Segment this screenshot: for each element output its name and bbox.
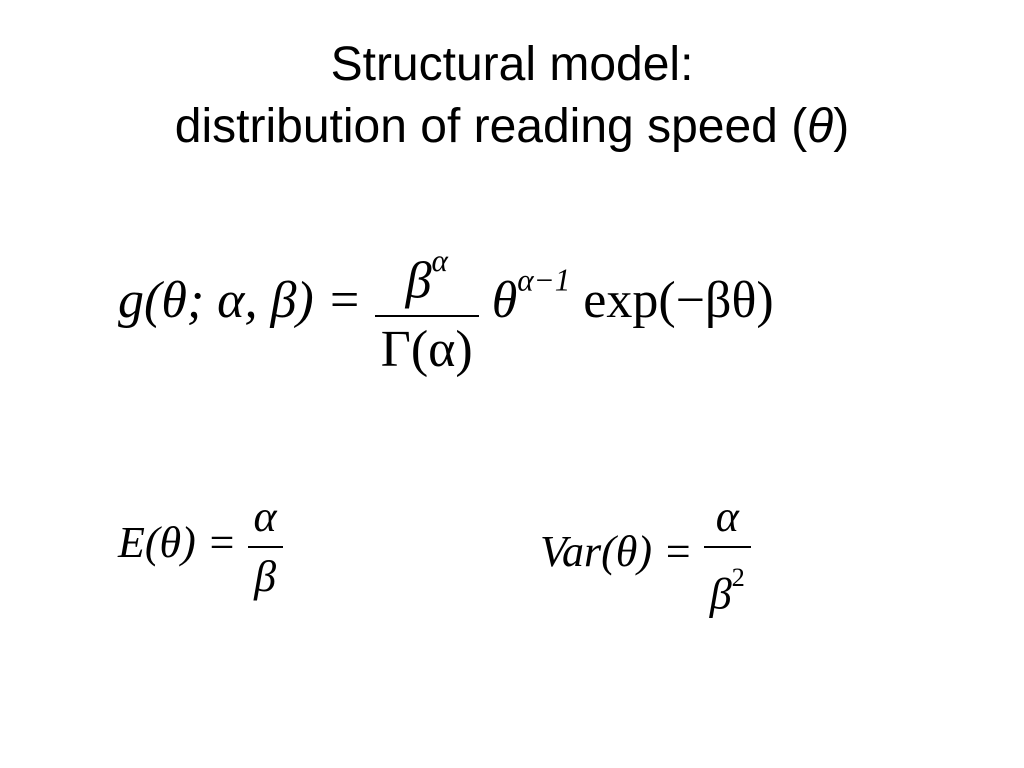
mean-fraction: α β (247, 488, 283, 606)
variance-denominator-exponent: 2 (731, 562, 745, 592)
mean-lhs: E(θ) = (118, 518, 237, 568)
slide-title: Structural model: distribution of readin… (0, 34, 1024, 158)
density-exp-term: exp(−βθ) (570, 272, 774, 330)
variance-formula: Var(θ) = α β2 (540, 488, 751, 623)
density-theta-term: θ (491, 272, 518, 330)
density-denominator: Γ(α) (380, 320, 473, 378)
mean-formula: E(θ) = α β (118, 488, 283, 606)
density-theta-exponent: α−1 (517, 262, 571, 298)
title-line-2-prefix: distribution of reading speed ( (174, 100, 808, 153)
density-numerator: βα (375, 228, 479, 315)
mean-fraction-bar (247, 546, 283, 548)
variance-lhs: Var(θ) = (540, 526, 693, 576)
variance-numerator: α (715, 492, 739, 541)
gamma-density-formula: g(θ; α, β) = βα Γ(α) θα−1 exp(−βθ) (118, 228, 774, 383)
title-line-2-suffix: ) (833, 100, 850, 153)
density-lhs: g(θ; α, β) = (118, 272, 362, 330)
variance-fraction: α β2 (703, 488, 751, 623)
density-numerator-base: β (405, 252, 432, 310)
title-line-1: Structural model: (330, 38, 694, 91)
density-fraction: βα Γ(α) (374, 228, 479, 383)
density-fraction-bar (374, 314, 479, 317)
mean-numerator: α (253, 492, 277, 541)
density-numerator-exponent: α (431, 243, 448, 278)
variance-fraction-bar (703, 546, 751, 548)
variance-denominator: β2 (704, 548, 751, 623)
title-theta-symbol: θ (807, 100, 834, 153)
variance-denominator-base: β (709, 569, 732, 619)
title-line-2: distribution of reading speed (θ) (0, 96, 1024, 158)
mean-denominator: β (254, 552, 277, 601)
